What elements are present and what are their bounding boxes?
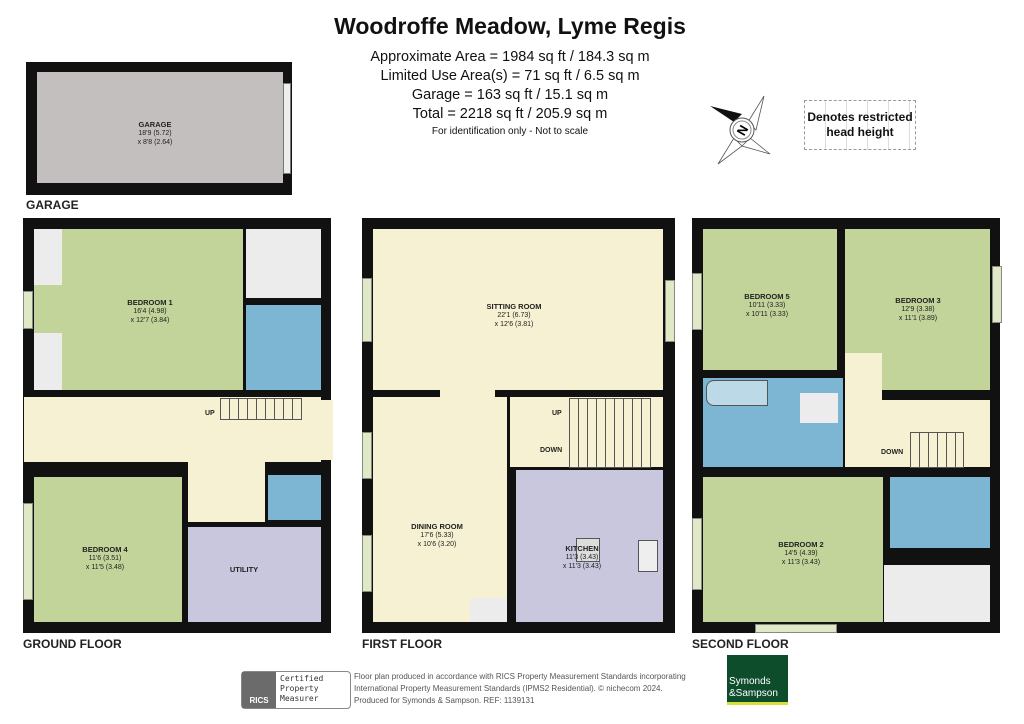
staircase (910, 432, 964, 468)
rics-logo: RICS (242, 672, 276, 708)
utility-label: UTILITY (229, 565, 259, 574)
rics-line: Property (280, 684, 319, 693)
bath-icon (706, 380, 768, 406)
hallway (188, 460, 265, 522)
ground-floor-label: GROUND FLOOR (23, 637, 122, 651)
cupboard (884, 565, 990, 622)
disclaimer-line: Produced for Symonds & Sampson. REF: 113… (354, 696, 535, 705)
window (362, 432, 372, 479)
area-limited: Limited Use Area(s) = 71 sq ft / 6.5 sq … (380, 68, 640, 84)
plan-title: Woodroffe Meadow, Lyme Regis (334, 13, 686, 39)
garage-floor-label: GARAGE (26, 198, 79, 212)
rics-line: Measurer (280, 694, 319, 703)
area-garage: Garage = 163 sq ft / 15.1 sq m (411, 87, 609, 103)
hob-icon (576, 538, 600, 562)
window (362, 535, 372, 592)
window (665, 280, 675, 342)
wardrobe (34, 229, 62, 285)
area-total: Total = 2218 sq ft / 205.9 sq m (412, 106, 608, 122)
window (692, 518, 702, 590)
stairs-down-label: DOWN (540, 447, 563, 454)
wc (268, 475, 321, 520)
first-floor-label: FIRST FLOOR (362, 637, 442, 651)
landing (845, 353, 882, 467)
bedroom-2 (703, 477, 883, 622)
window (23, 503, 33, 600)
window (23, 291, 33, 329)
bedroom-1 (34, 229, 243, 390)
dining-room (373, 397, 507, 622)
staircase (220, 398, 302, 420)
window (362, 278, 372, 342)
agent-logo-line: &Sampson (729, 688, 778, 699)
window (755, 624, 837, 633)
staircase (569, 398, 651, 468)
sink-icon (638, 540, 658, 572)
disclaimer-line: Floor plan produced in accordance with R… (354, 672, 686, 681)
bedroom-5 (703, 229, 837, 370)
scale-note: For identification only - Not to scale (431, 126, 589, 137)
utility-room (188, 527, 321, 622)
restricted-height-legend: Denotes restricted head height (804, 100, 916, 150)
agent-logo-line: Symonds (729, 676, 771, 687)
stairs-down-label: DOWN (881, 449, 904, 456)
stairs-up-label: UP (552, 410, 562, 417)
double-doors (440, 388, 495, 400)
rics-line: Certified (280, 674, 324, 683)
front-door (321, 400, 333, 460)
area-approx: Approximate Area = 1984 sq ft / 184.3 sq… (370, 49, 650, 65)
north-compass-icon: N (710, 95, 771, 165)
en-suite (890, 477, 990, 548)
bedroom-4 (34, 477, 182, 622)
agent-logo: Symonds &Sampson (727, 655, 788, 705)
cupboard (800, 393, 838, 423)
rics-badge: RICS Certified Property Measurer (241, 671, 351, 709)
window (692, 273, 702, 330)
storage-cupboard (246, 229, 321, 298)
garage-door (283, 83, 291, 174)
area-summary: Approximate Area = 1984 sq ft / 184.3 sq… (300, 48, 720, 124)
disclaimer-line: International Property Measurement Stand… (354, 684, 663, 693)
window (992, 266, 1002, 323)
disclaimer: Floor plan produced in accordance with R… (354, 671, 720, 707)
wardrobe (34, 333, 62, 390)
second-floor-label: SECOND FLOOR (692, 637, 789, 651)
cupboard (470, 598, 507, 622)
garage-room (37, 72, 283, 183)
sitting-room (373, 229, 663, 390)
en-suite (246, 305, 321, 390)
stairs-up-label: UP (205, 410, 215, 417)
